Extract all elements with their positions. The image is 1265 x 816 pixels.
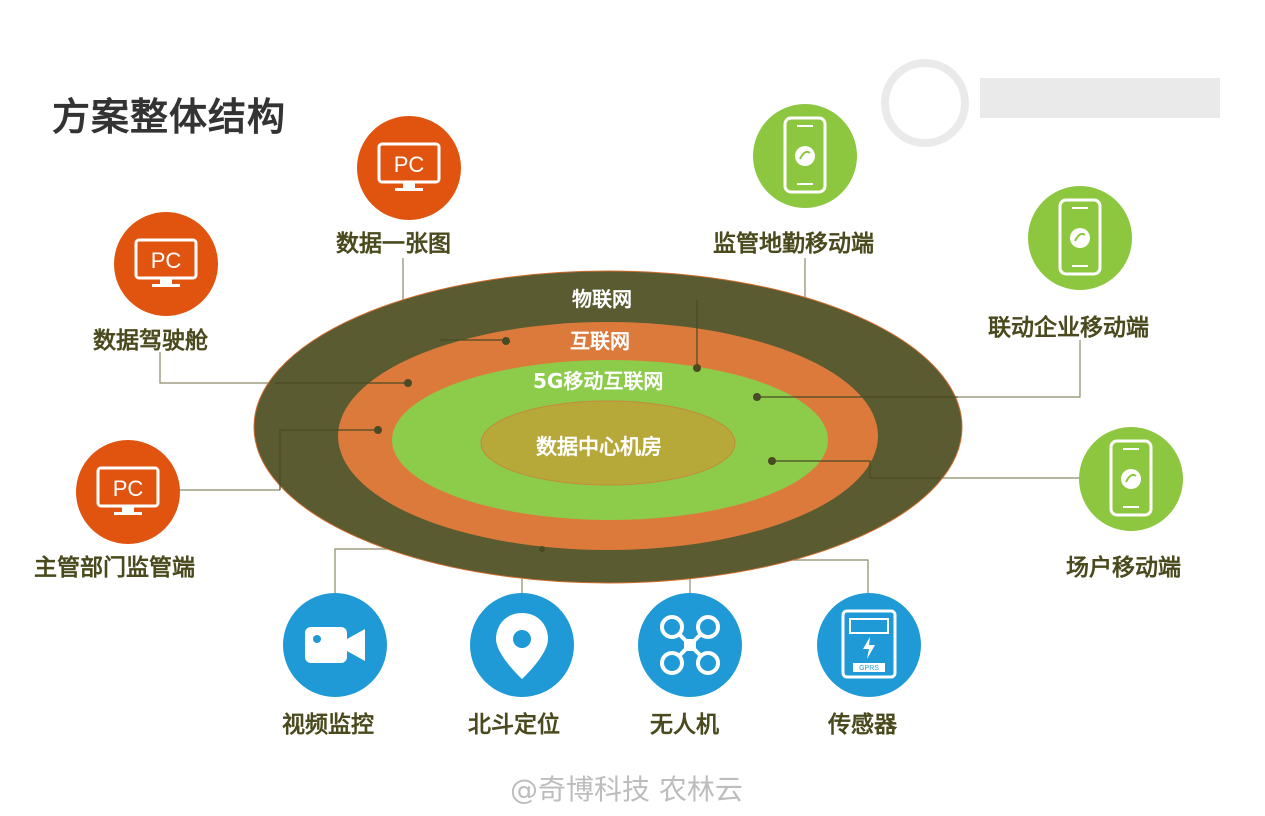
video-camera-icon[interactable] [283,593,387,697]
location-pin-icon[interactable] [470,593,574,697]
pc-text: PC [151,248,182,273]
sensor-label: 传感器 [828,712,897,738]
mobile-enterprise-label: 联动企业移动端 [988,315,1149,341]
pc-dept-label: 主管部门监管端 [34,555,195,581]
sensor-icon[interactable]: GPRS [817,593,921,697]
pc-map-icon[interactable]: PC [357,116,461,220]
pc-cockpit-icon[interactable]: PC [114,212,218,316]
internet-label: 互联网 [570,329,630,353]
watermark-logo [880,58,1240,152]
pc-text: PC [394,152,425,177]
gprs-text: GPRS [859,665,879,672]
page-title: 方案整体结构 [52,95,287,139]
beidou-label: 北斗定位 [468,712,560,738]
mobile-farm-icon[interactable] [1079,427,1183,531]
drone-label: 无人机 [650,712,719,738]
footer-credit: @奇博科技 农林云 [510,773,743,806]
drone-icon[interactable] [638,593,742,697]
mobile-supervise-icon[interactable] [753,104,857,208]
mobile-farm-label: 场户移动端 [1066,555,1181,581]
iot-label: 物联网 [572,287,632,311]
pc-map-label: 数据一张图 [336,231,451,257]
datacenter-label: 数据中心机房 [536,435,662,459]
pc-dept-icon[interactable]: PC [76,440,180,544]
mobile-supervise-label: 监管地勤移动端 [713,231,874,257]
pc-text: PC [113,476,144,501]
mobile-enterprise-icon[interactable] [1028,186,1132,290]
5g-label: 5G移动互联网 [533,369,664,393]
video-label: 视频监控 [282,712,374,738]
pc-cockpit-label: 数据驾驶舱 [93,328,208,354]
datacenter-core [480,400,736,486]
